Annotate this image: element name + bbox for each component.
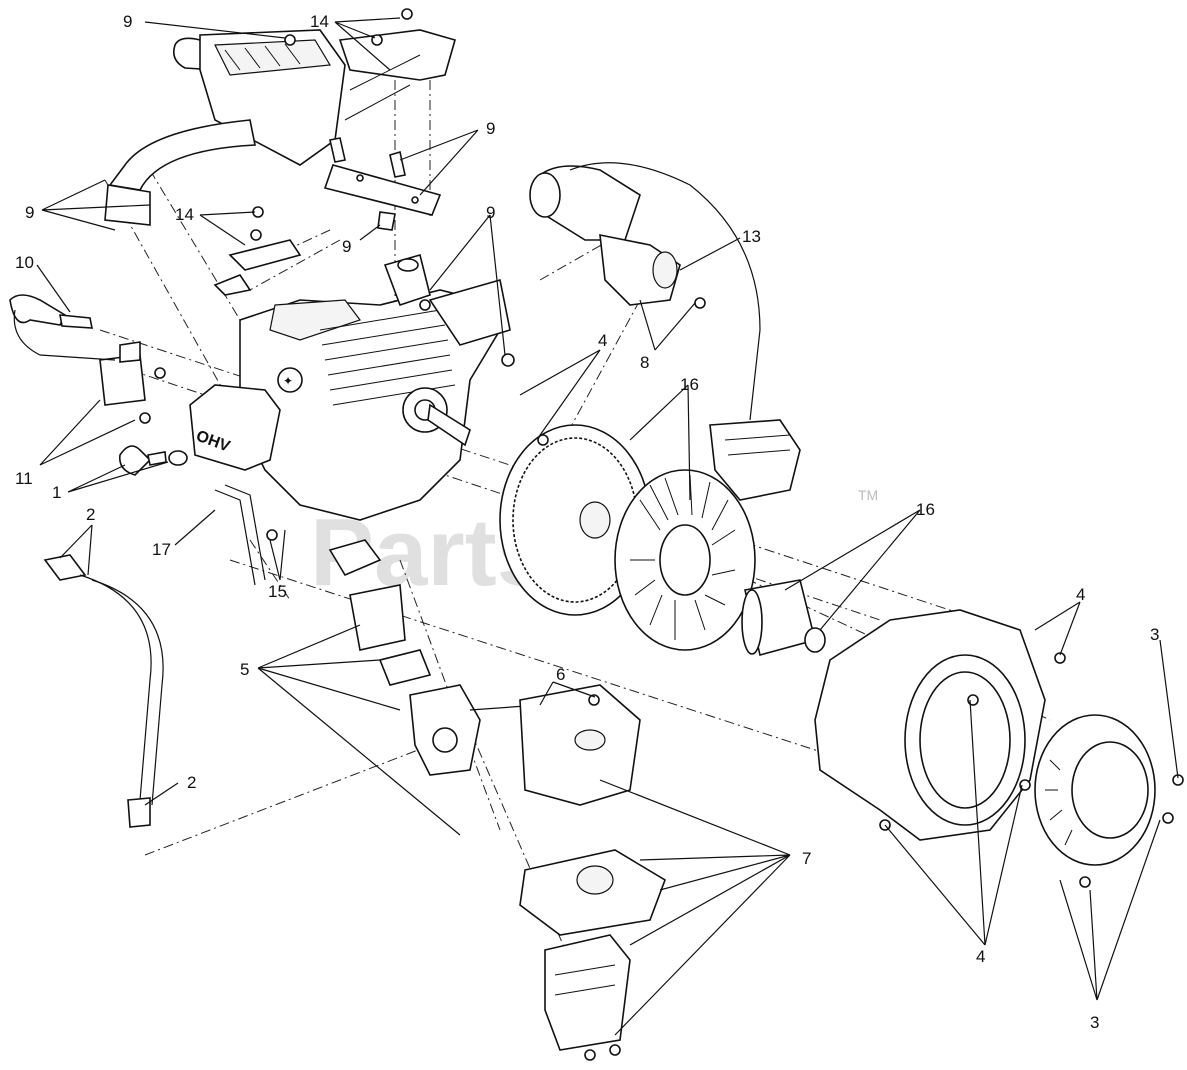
air-filter-element <box>519 849 666 936</box>
callout-9: 9 <box>342 237 351 256</box>
callout-3: 3 <box>1090 1013 1099 1032</box>
watermark-trademark: TM <box>858 487 878 503</box>
callout-4: 4 <box>1076 585 1085 604</box>
callout-9: 9 <box>486 203 495 222</box>
fasteners <box>139 8 1184 1061</box>
breather-hose <box>214 484 266 586</box>
starter-cup <box>741 579 826 656</box>
starter-motor <box>529 162 761 421</box>
blower-housing <box>814 609 1046 841</box>
callout-labels: 9 14 9 9 14 9 9 10 13 8 4 16 11 1 2 17 1… <box>15 12 1159 1032</box>
callout-5: 5 <box>240 660 249 679</box>
callout-6: 6 <box>556 665 565 684</box>
callout-17: 17 <box>152 540 171 559</box>
callout-9: 9 <box>123 12 132 31</box>
recoil-starter <box>1034 714 1156 866</box>
oil-cap-part <box>118 445 188 476</box>
flywheel-ring-gear <box>499 424 651 616</box>
muffler-bracket <box>323 137 442 231</box>
callout-9: 9 <box>486 119 495 138</box>
muffler-assembly <box>104 29 456 226</box>
intake-gaskets <box>328 539 432 686</box>
callout-7: 7 <box>802 849 811 868</box>
callout-16: 16 <box>680 375 699 394</box>
callout-4: 4 <box>598 331 607 350</box>
callout-1: 1 <box>52 483 61 502</box>
callout-9: 9 <box>25 203 34 222</box>
callout-4: 4 <box>976 947 985 966</box>
callout-2: 2 <box>86 505 95 524</box>
svg-text:✦: ✦ <box>283 374 293 388</box>
leader-lines <box>36 17 1179 1036</box>
callout-16: 16 <box>916 500 935 519</box>
engine-block: ✦ <box>239 254 511 521</box>
air-filter-base <box>544 934 631 1051</box>
callout-10: 10 <box>15 253 34 272</box>
carburetor <box>409 684 556 776</box>
voltage-module <box>709 419 801 501</box>
air-filter-cover <box>519 684 641 806</box>
callout-2: 2 <box>187 773 196 792</box>
fuel-line <box>43 554 164 828</box>
callout-8: 8 <box>640 353 649 372</box>
valve-cover: OHV <box>189 384 281 471</box>
callout-15: 15 <box>268 582 287 601</box>
choke-lever <box>213 239 302 296</box>
callout-3: 3 <box>1150 625 1159 644</box>
callout-13: 13 <box>742 227 761 246</box>
callout-14: 14 <box>310 12 329 31</box>
callout-11: 11 <box>15 469 33 488</box>
callout-14: 14 <box>175 205 194 224</box>
flywheel-fan <box>614 469 756 651</box>
ignition-coil <box>9 294 146 406</box>
